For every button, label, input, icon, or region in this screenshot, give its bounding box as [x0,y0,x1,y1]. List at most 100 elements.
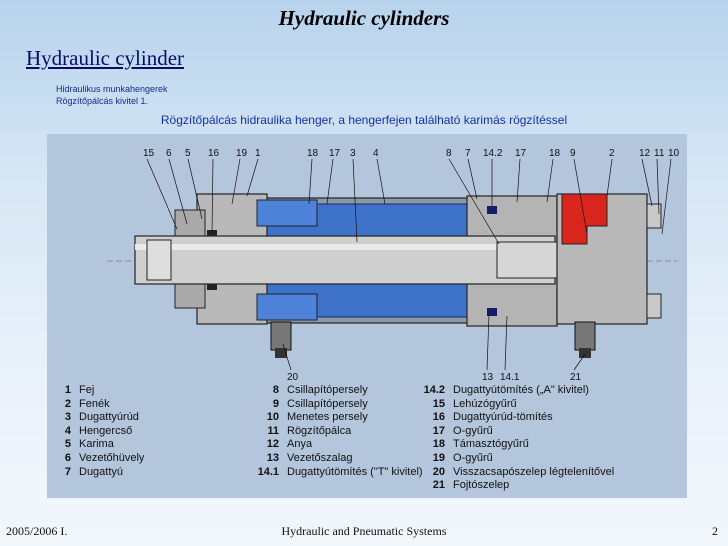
throttle-valve-21 [574,321,596,351]
meta-line-2: Rögzítőpálcás kivitel 1. [56,96,149,106]
legend-label: Vezetőszalag [287,451,353,464]
legend-number: 2 [64,397,71,410]
callout-20: 20 [287,372,299,383]
legend-label: Vezetőhüvely [79,451,145,464]
legend-label: Karima [79,438,114,451]
legend-number: 12 [266,438,279,451]
callout-3: 3 [350,148,356,159]
callout-13: 13 [482,372,494,383]
page-number: 2 [712,524,718,538]
legend-row: 9 Csillapítópersely [253,398,423,412]
legend-label: Dugattyúrúd [79,411,139,424]
callout-19: 19 [236,148,248,159]
legend-label: Hengercső [79,424,133,437]
legend-number: 11 [267,424,279,437]
callout-11: 11 [654,148,665,159]
legend-row: 7 Dugattyú [57,466,144,480]
slide-subtitle: Hydraulic cylinder [26,46,185,70]
legend-number: 3 [64,411,71,424]
callout-6: 6 [166,148,172,159]
legend-label: Visszacsapószelep légtelenítővel [453,465,615,478]
legend-label: Csillapítópersely [287,384,368,396]
piston-rod [134,235,556,285]
legend-label: Fej [79,384,95,396]
figure-caption: Rögzítőpálcás hidraulika henger, a henge… [160,113,568,127]
nut-bottom [646,293,662,319]
rod-seal-bottom [207,284,217,290]
callout-1: 1 [255,148,261,159]
legend-number: 1 [64,384,71,396]
head-chamber-top [256,199,318,227]
legend-row: 20 Visszacsapószelep légtelenítővel [419,466,614,480]
legend-row: 3 Dugattyúrúd [57,411,144,425]
piston-seal-top [487,206,497,214]
leader-lines [146,158,672,371]
legend-label: Lehúzógyűrű [453,397,517,410]
legend-row: 14.1 Dugattyútömítés ("T" kivitel) [253,466,423,480]
callout-5: 5 [185,148,191,159]
legend-number: 5 [64,438,71,451]
callout-9: 9 [570,148,576,159]
legend-label: Csillapítópersely [287,397,368,410]
legend-number: 7 [64,465,71,478]
callout-labels: 15 6 5 16 19 1 18 17 3 4 8 7 14.2 17 18 … [143,148,680,383]
legend-number: 9 [272,397,279,410]
footer-term: 2005/2006 I. [6,524,68,538]
legend-row: 1 Fej [57,384,144,398]
legend-row: 2 Fenék [57,398,144,412]
callout-17b: 17 [515,148,527,159]
slide-title: Hydraulic cylinders [278,6,450,30]
legend-label: O-gyűrű [453,424,493,437]
legend-label: Fenék [79,397,110,410]
cylinder-figure: 15 6 5 16 19 1 18 17 3 4 8 7 14.2 17 18 … [47,134,687,498]
legend-label: Dugattyútömítés („A" kivitel) [453,384,589,396]
callout-14-1: 14.1 [500,372,520,383]
legend-number: 20 [432,465,445,478]
throttle-valve-tip [579,348,591,358]
legend-label: Menetes persely [287,411,368,424]
legend-number: 6 [64,451,71,464]
callout-16: 16 [208,148,220,159]
callout-7: 7 [465,148,471,159]
callout-21: 21 [570,372,582,383]
footer-course: Hydraulic and Pneumatic Systems [281,524,447,538]
callout-18: 18 [307,148,319,159]
head-chamber-bottom [256,293,318,321]
legend-label: Anya [287,438,313,451]
callout-4: 4 [373,148,379,159]
legend-row: 12 Anya [253,438,423,452]
callout-12: 12 [639,148,651,159]
callout-15: 15 [143,148,155,159]
legend-row: 5 Karima [57,438,144,452]
legend-number: 14.1 [257,465,279,478]
legend-number: 21 [432,479,445,492]
legend-label: Dugattyútömítés ("T" kivitel) [287,465,423,478]
rod-highlight [135,244,555,250]
callout-8: 8 [446,148,452,159]
callout-18b: 18 [549,148,561,159]
legend-number: 19 [432,451,445,464]
callout-2: 2 [609,148,615,159]
piston-seal-bottom [487,308,497,316]
callout-14-2: 14.2 [483,148,503,159]
rod-thread [146,239,172,281]
callout-10: 10 [668,148,680,159]
meta-line-1: Hidraulikus munkahengerek [56,84,168,94]
legend-number: 17 [432,424,445,437]
legend-row: 6 Vezetőhüvely [57,451,145,466]
legend-label: Dugattyú [79,465,124,478]
